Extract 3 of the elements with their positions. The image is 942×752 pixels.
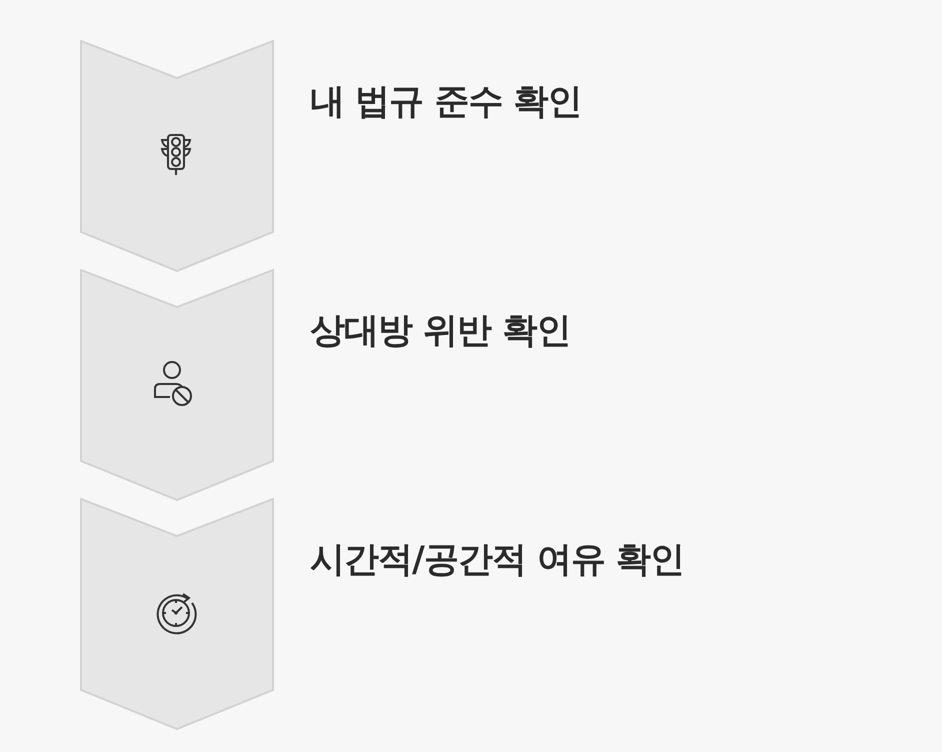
step-heading: 내 법규 준수 확인 bbox=[310, 81, 582, 124]
step-heading: 시간적/공간적 여유 확인 bbox=[310, 539, 684, 582]
step-heading: 상대방 위반 확인 bbox=[310, 310, 570, 353]
